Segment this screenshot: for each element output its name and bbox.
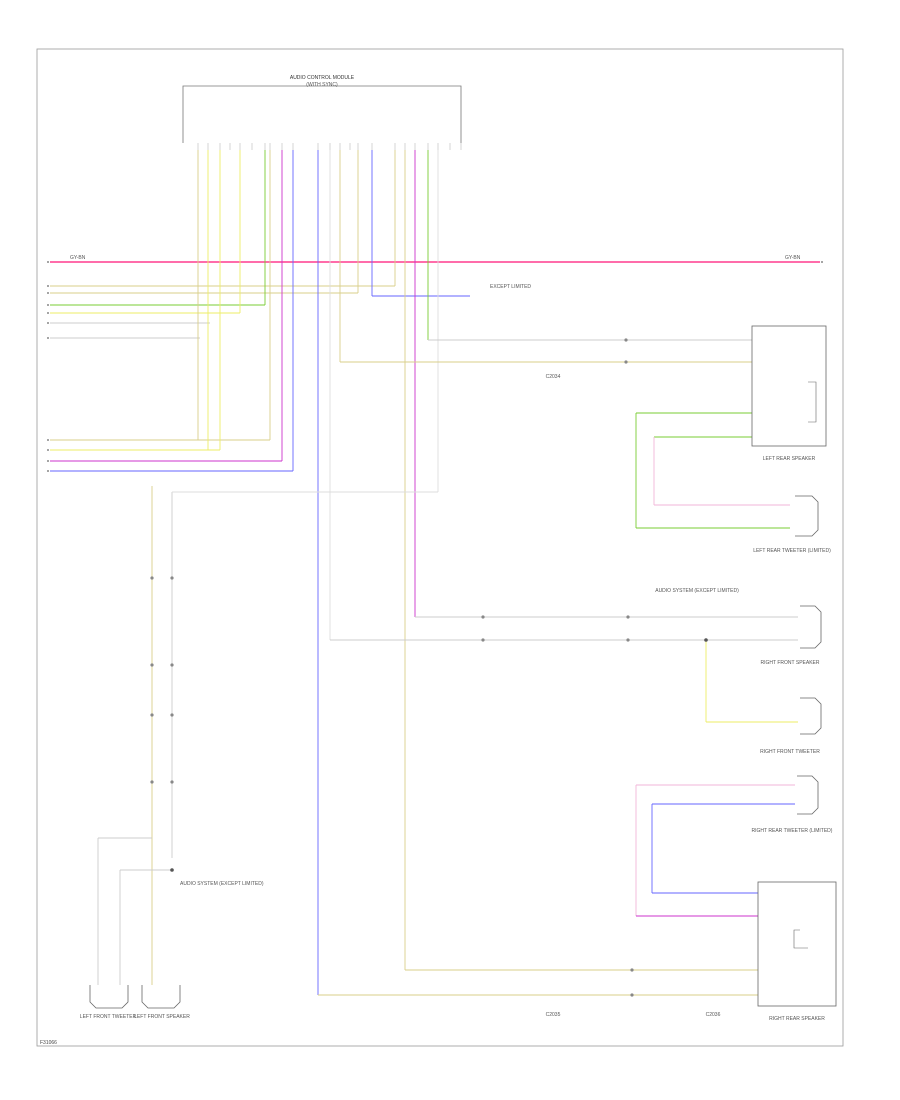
left-front-tweeter: LEFT FRONT TWEETER — [80, 985, 137, 1020]
right-front-circuit: AUDIO SYSTEM (EXCEPT LIMITED) — [330, 588, 798, 723]
left-front-harness: AUDIO SYSTEM (EXCEPT LIMITED) — [97, 486, 438, 985]
right-rear-speaker-label: RIGHT REAR SPEAKER — [769, 1016, 825, 1022]
left-splice-note: EXCEPT LIMITED — [490, 284, 531, 290]
right-rear-tweeter-label: RIGHT REAR TWEETER (LIMITED) — [752, 828, 833, 834]
left-rear-speaker-circuit — [340, 338, 790, 529]
left-front-tweeter-label: LEFT FRONT TWEETER — [80, 1014, 137, 1020]
left-front-speaker: LEFT FRONT SPEAKER — [134, 985, 190, 1020]
module-title-line2: (WITH SYNC) — [306, 82, 338, 88]
connector-pins — [197, 143, 462, 150]
left-front-speaker-label: LEFT FRONT SPEAKER — [134, 1014, 190, 1020]
diagram-id: F31066 — [40, 1040, 57, 1046]
module-title-line1: AUDIO CONTROL MODULE — [290, 75, 355, 81]
left-rear-speaker: LEFT REAR SPEAKER — [751, 325, 827, 462]
right-front-tweeter: RIGHT FRONT TWEETER — [760, 697, 822, 755]
right-rear-speaker: RIGHT REAR SPEAKER — [757, 881, 837, 1022]
audio-control-module-connector: AUDIO CONTROL MODULE (WITH SYNC) — [182, 75, 462, 143]
harness-label-2: C2035 — [546, 1012, 561, 1018]
left-rear-speaker-label: LEFT REAR SPEAKER — [763, 456, 816, 462]
left-upper-wires — [50, 285, 470, 339]
left-rear-tweeter: LEFT REAR TWEETER (LIMITED) — [753, 495, 831, 554]
right-splice-note: AUDIO SYSTEM (EXCEPT LIMITED) — [655, 588, 739, 594]
right-front-speaker-label: RIGHT FRONT SPEAKER — [761, 660, 820, 666]
ground-label-right: GY-BN — [785, 255, 801, 261]
harness-label-1: C2034 — [546, 374, 561, 380]
left-rear-tweeter-label: LEFT REAR TWEETER (LIMITED) — [753, 548, 831, 554]
vertical-drops — [197, 150, 439, 995]
right-rear-tweeter: RIGHT REAR TWEETER (LIMITED) — [752, 775, 833, 834]
ground-bus: GY-BN GY-BN — [50, 255, 820, 263]
left-terminals — [47, 261, 823, 472]
diagram-border — [36, 48, 844, 1047]
right-front-speaker: RIGHT FRONT SPEAKER — [761, 605, 822, 666]
left-lower-wires — [50, 439, 293, 472]
harness-label-3: C2036 — [706, 1012, 721, 1018]
right-rear-speaker-circuit — [318, 892, 758, 997]
right-front-tweeter-label: RIGHT FRONT TWEETER — [760, 749, 820, 755]
left-lower-note: AUDIO SYSTEM (EXCEPT LIMITED) — [180, 881, 264, 887]
harness-labels: C2034 C2035 C2036 EXCEPT LIMITED — [490, 284, 721, 1018]
right-rear-tweeter-circuit — [635, 784, 795, 916]
ground-label-left: GY-BN — [70, 255, 86, 261]
